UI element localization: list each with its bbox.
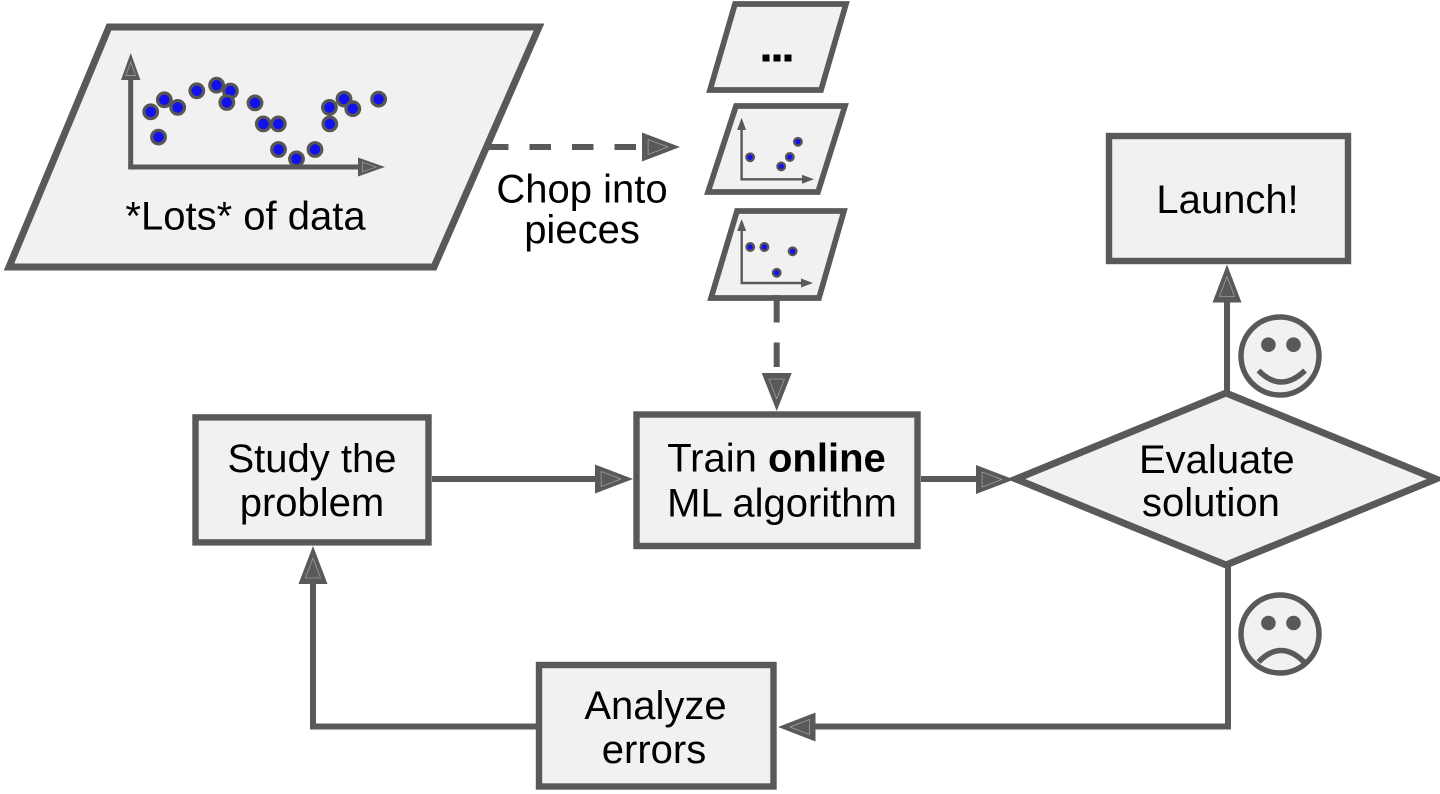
svg-text:Evaluate: Evaluate [1139, 438, 1295, 482]
svg-text:errors: errors [602, 728, 706, 772]
svg-text:Chop into: Chop into [496, 168, 667, 212]
svg-text:Launch!: Launch! [1156, 178, 1298, 222]
svg-text:Study the: Study the [227, 437, 396, 481]
svg-text:solution: solution [1142, 481, 1280, 525]
svg-text:problem: problem [240, 481, 385, 525]
svg-text:*Lots* of data: *Lots* of data [125, 194, 366, 238]
svg-text:Analyze: Analyze [584, 684, 726, 728]
svg-text:Train online: Train online [667, 437, 886, 481]
svg-text:ML algorithm: ML algorithm [667, 482, 897, 526]
svg-text:pieces: pieces [524, 208, 640, 252]
